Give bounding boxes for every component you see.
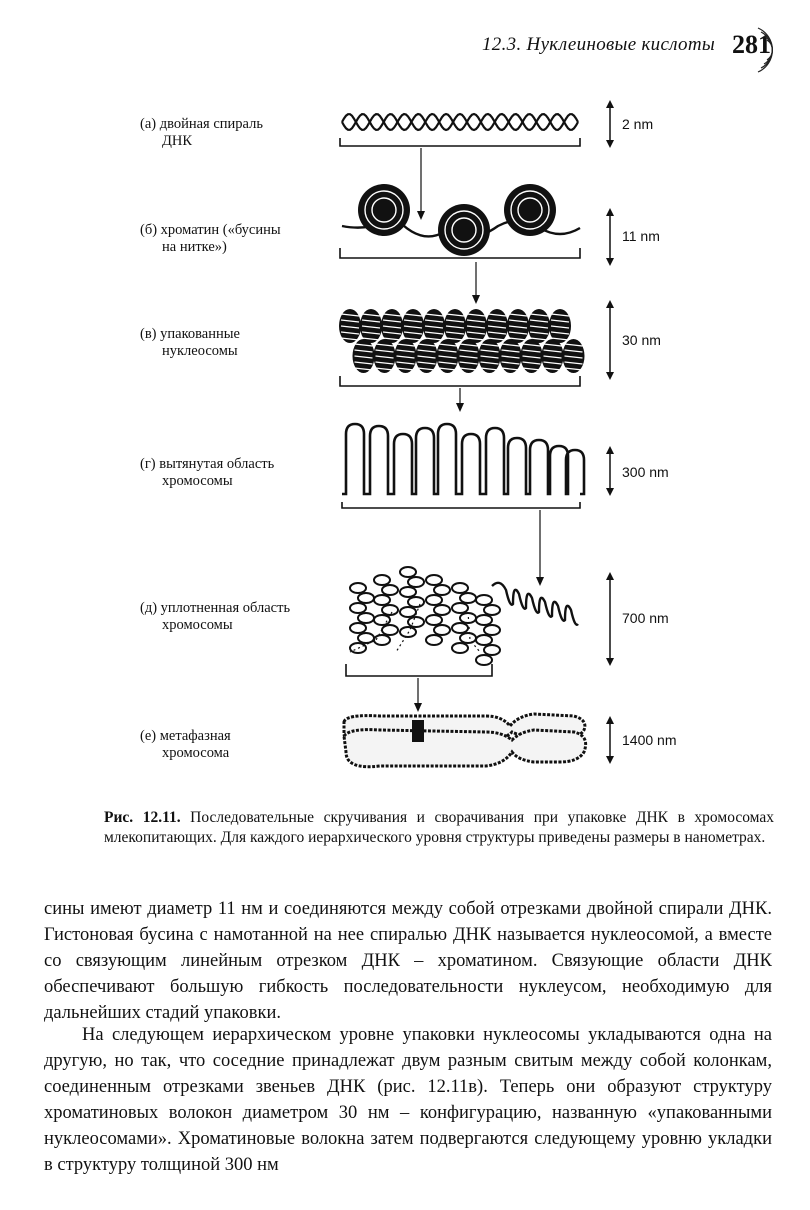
metaphase-chromosome-drawing xyxy=(344,714,586,767)
condensed-chromosome-drawing xyxy=(346,567,578,676)
body-paragraph-2: На следующем иерархическом уровне упаков… xyxy=(44,1022,772,1178)
extended-chromosome-loops-drawing xyxy=(342,424,584,508)
beads-on-string-drawing xyxy=(340,184,580,258)
dna-packing-figure xyxy=(0,0,810,800)
figure-number: Рис. 12.11. xyxy=(104,809,181,826)
packed-nucleosomes-drawing xyxy=(339,309,585,386)
double-helix-drawing xyxy=(340,114,580,146)
body-paragraph-1: сины имеют диаметр 11 нм и соединяются м… xyxy=(44,896,772,1026)
figure-caption: Рис. 12.11. Последовательные скручивания… xyxy=(104,808,774,848)
figure-caption-text: Последовательные скручивания и сворачива… xyxy=(104,809,774,846)
